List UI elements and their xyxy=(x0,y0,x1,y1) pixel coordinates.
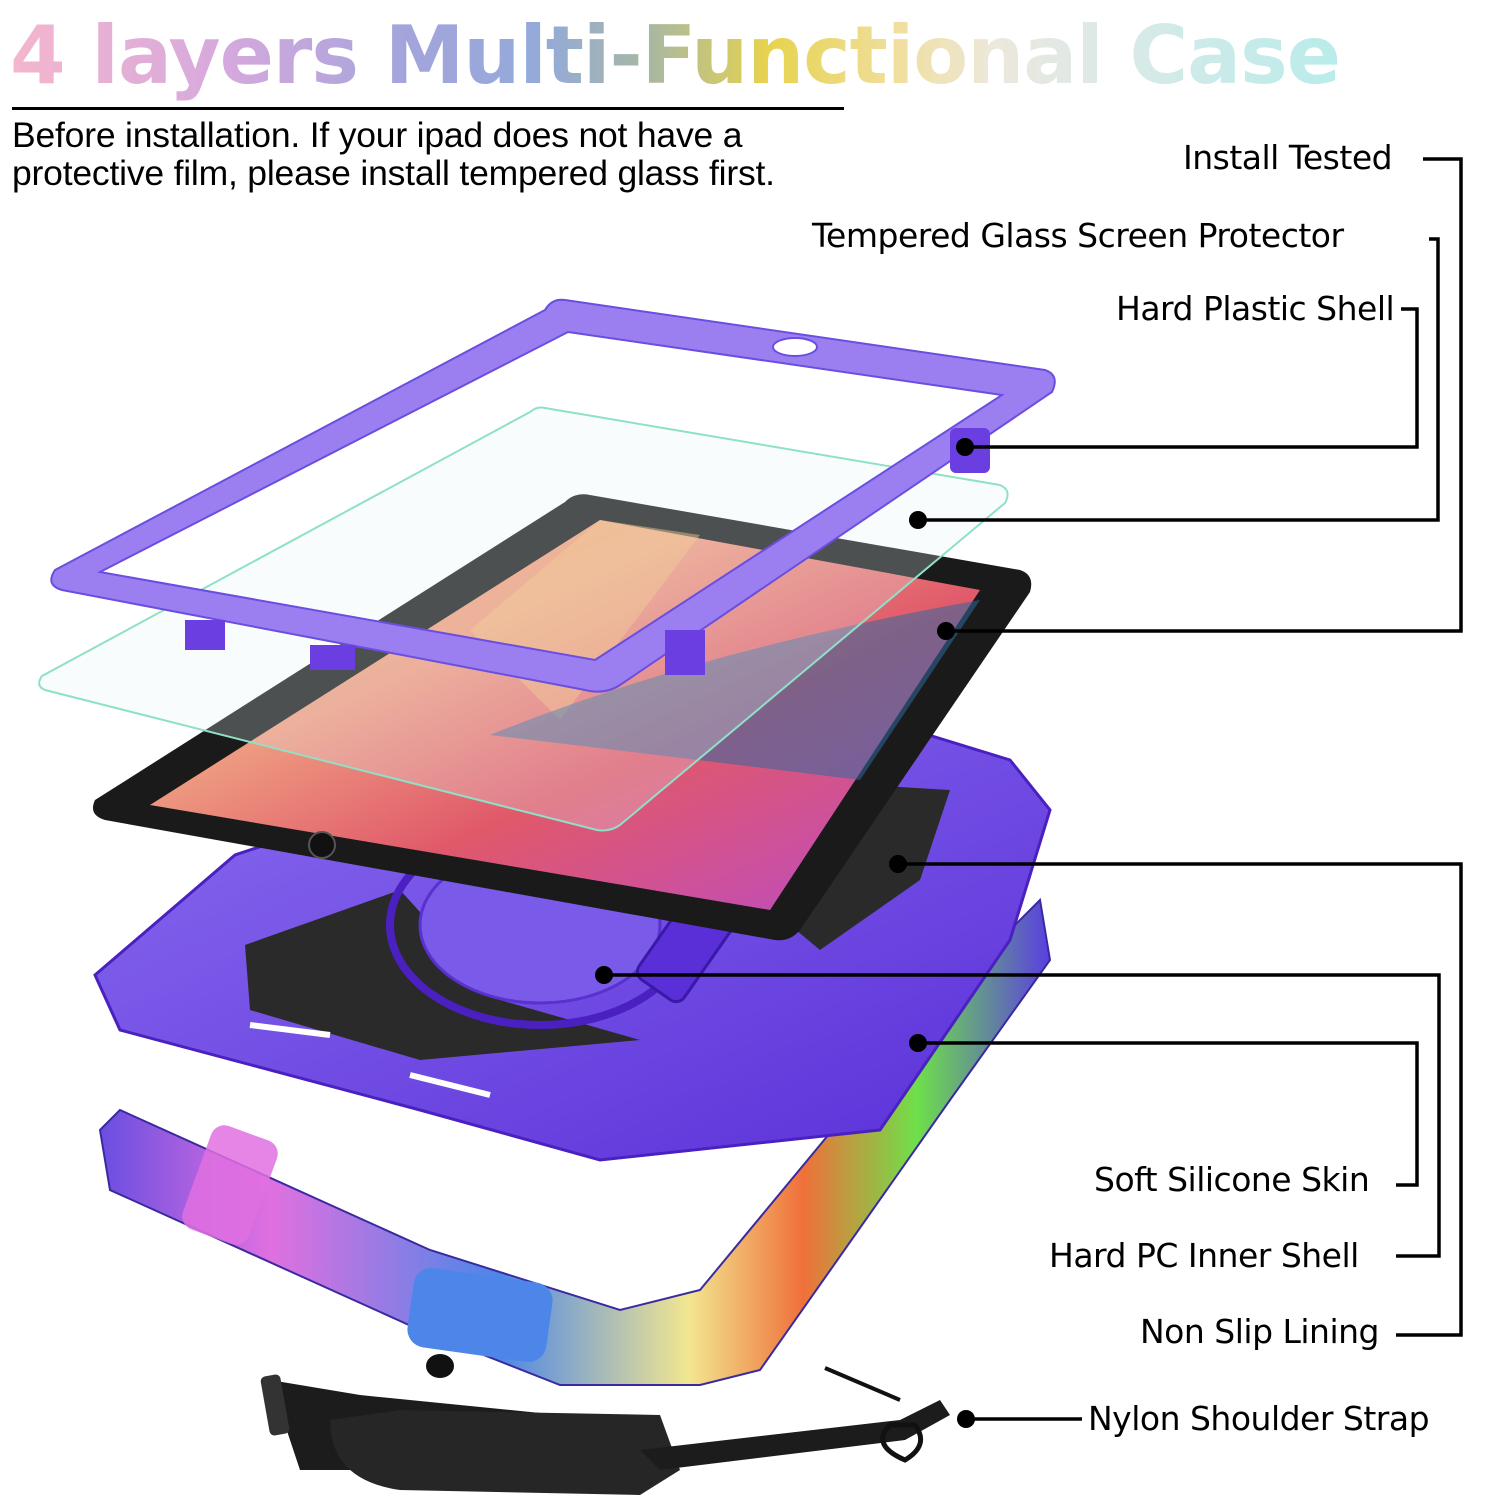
hard-plastic-shell-part xyxy=(50,298,1056,693)
soft-silicone-skin-part xyxy=(98,897,1052,1386)
tempered-glass-part xyxy=(38,406,1009,832)
installation-note-line-2: protective film, please install tempered… xyxy=(12,153,775,193)
title-divider xyxy=(12,107,844,110)
callout-lines xyxy=(604,157,1463,1421)
callout-label-hard-plastic-shell: Hard Plastic Shell xyxy=(1116,289,1395,328)
nylon-shoulder-strap-part xyxy=(260,1354,950,1495)
callout-dots xyxy=(595,438,975,1428)
callout-line-hard-pc-inner-shell xyxy=(604,973,1441,1258)
callout-line-install-tested xyxy=(946,157,1463,633)
callout-label-nylon-shoulder-strap: Nylon Shoulder Strap xyxy=(1088,1399,1430,1438)
callout-label-hard-pc-inner-shell: Hard PC Inner Shell xyxy=(1049,1236,1359,1275)
callout-line-hard-plastic-shell xyxy=(965,307,1419,449)
callout-line-soft-silicone-skin xyxy=(918,1041,1419,1187)
callout-label-install-tested: Install Tested xyxy=(1183,138,1393,177)
callout-line-non-slip-lining xyxy=(898,862,1463,1337)
callout-line-tempered-glass xyxy=(918,237,1440,522)
installation-note-line-1: Before installation. If your ipad does n… xyxy=(12,115,743,155)
callout-label-non-slip-lining: Non Slip Lining xyxy=(1140,1312,1380,1351)
callout-label-tempered-glass: Tempered Glass Screen Protector xyxy=(812,216,1344,255)
callout-label-soft-silicone-skin: Soft Silicone Skin xyxy=(1094,1160,1370,1199)
ipad-device xyxy=(92,494,1032,941)
page-title: 4 layers Multi-Functional Case xyxy=(10,6,1341,106)
installation-note: Before installation. If your ipad does n… xyxy=(12,116,852,192)
